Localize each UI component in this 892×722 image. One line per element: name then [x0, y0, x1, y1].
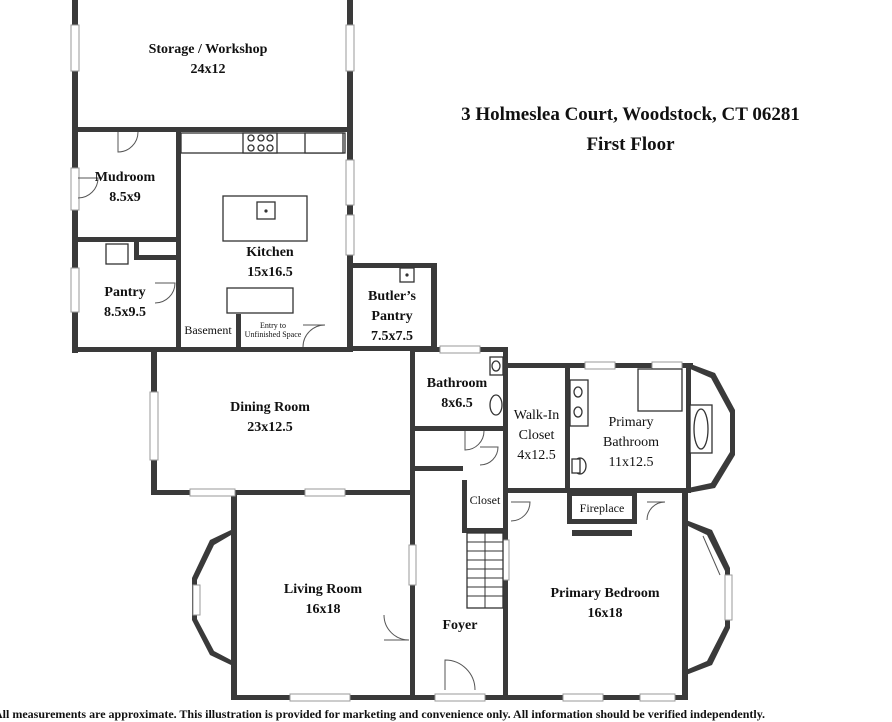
disclaimer: All measurements are approximate. This i… — [0, 707, 766, 721]
room-pantry: Pantry 8.5x9.5 — [80, 283, 170, 323]
room-walkin-closet: Walk-In Closet 4x12.5 — [508, 406, 565, 466]
room-mudroom: Mudroom 8.5x9 — [80, 168, 170, 208]
room-walkin-size: 4x12.5 — [517, 448, 556, 463]
room-storage: Storage / Workshop 24x12 — [108, 40, 308, 80]
sink-icon — [256, 201, 276, 220]
room-mudroom-size: 8.5x9 — [109, 190, 141, 205]
room-basement-name: Basement — [184, 323, 232, 337]
room-butlers-pantry: Butler’s Pantry 7.5x7.5 — [353, 287, 431, 347]
room-primary-bath-line1: Primary — [608, 415, 654, 430]
room-primary-bed-size: 16x18 — [587, 606, 623, 621]
room-closet: Closet — [466, 493, 504, 507]
windows — [70, 24, 733, 702]
stairs-icon — [466, 532, 504, 609]
room-entry-line1: Entry to — [260, 321, 286, 330]
property-address: 3 Holmeslea Court, Woodstock, CT 06281 — [461, 104, 800, 125]
room-primary-bedroom: Primary Bedroom 16x18 — [530, 584, 680, 624]
room-bathroom: Bathroom 8x6.5 — [416, 374, 498, 414]
room-dining: Dining Room 23x12.5 — [205, 398, 335, 438]
range-icon — [242, 132, 278, 154]
room-primary-bath-line2: Bathroom — [603, 435, 659, 450]
room-walkin-line2: Closet — [518, 428, 555, 443]
room-butlers-line1: Butler’s — [368, 289, 416, 304]
room-closet-name: Closet — [469, 493, 501, 507]
room-storage-size: 24x12 — [190, 62, 226, 77]
room-pantry-name: Pantry — [104, 285, 146, 300]
room-kitchen-size: 15x16.5 — [247, 265, 293, 280]
room-primary-bath-size: 11x12.5 — [608, 455, 654, 470]
floor-title: First Floor — [586, 134, 675, 155]
room-entry-line2: Unfinished Space — [244, 330, 302, 339]
room-butlers-size: 7.5x7.5 — [371, 329, 413, 344]
room-walkin-line1: Walk-In — [513, 408, 560, 423]
room-bathroom-name: Bathroom — [426, 376, 488, 391]
room-primary-bed-name: Primary Bedroom — [550, 586, 660, 601]
room-entry-unfinished: Entry to Unfinished Space — [242, 321, 304, 339]
room-dining-size: 23x12.5 — [247, 420, 293, 435]
room-bathroom-size: 8x6.5 — [441, 396, 473, 411]
room-fireplace: Fireplace — [572, 501, 632, 515]
room-fireplace-name: Fireplace — [579, 501, 625, 515]
room-storage-name: Storage / Workshop — [148, 42, 268, 57]
room-butlers-line2: Pantry — [371, 309, 413, 324]
room-mudroom-name: Mudroom — [94, 170, 156, 185]
room-living-size: 16x18 — [305, 602, 341, 617]
room-primary-bath: Primary Bathroom 11x12.5 — [588, 413, 674, 473]
room-foyer: Foyer — [420, 616, 500, 636]
room-kitchen: Kitchen 15x16.5 — [210, 243, 330, 283]
room-living-name: Living Room — [283, 582, 363, 597]
room-living: Living Room 16x18 — [262, 580, 384, 620]
room-pantry-size: 8.5x9.5 — [104, 305, 146, 320]
doors — [77, 131, 721, 691]
room-foyer-name: Foyer — [442, 618, 478, 633]
room-dining-name: Dining Room — [230, 400, 310, 415]
fixtures — [105, 132, 713, 609]
room-kitchen-name: Kitchen — [246, 245, 294, 260]
room-basement: Basement — [180, 323, 236, 337]
